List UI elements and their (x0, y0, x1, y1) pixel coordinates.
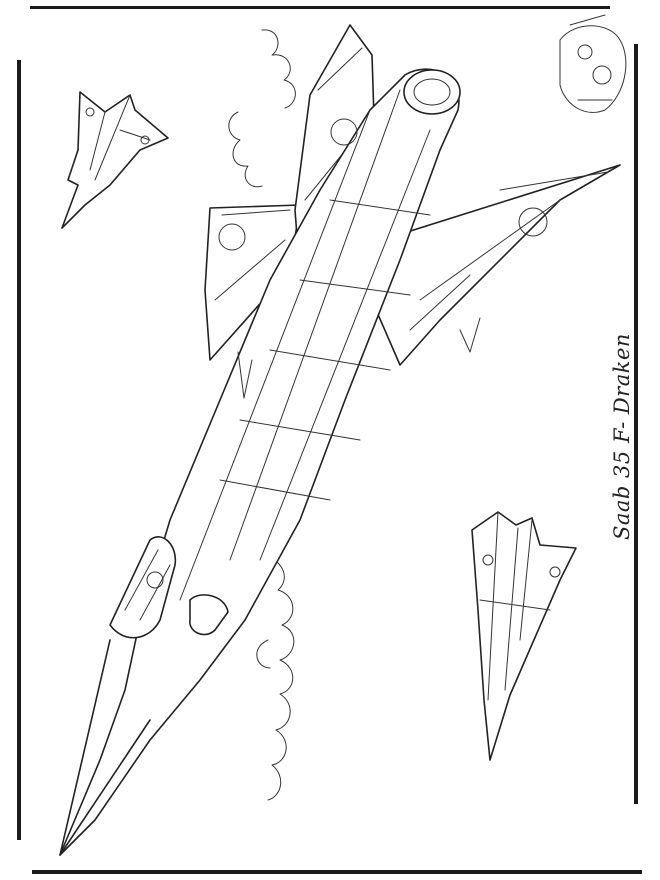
cartoon-logo (559, 14, 627, 113)
frame-right (634, 44, 638, 804)
small-jet-bottom-right (471, 511, 577, 761)
frame-bottom (32, 870, 642, 874)
frame-top (30, 6, 610, 9)
cloud-outline (228, 29, 296, 801)
caption-text: Saab 35 F- Draken (610, 333, 634, 540)
frame-left (17, 60, 21, 840)
small-jet-top-left (61, 91, 169, 229)
fighter-jet-illustration (59, 24, 621, 856)
